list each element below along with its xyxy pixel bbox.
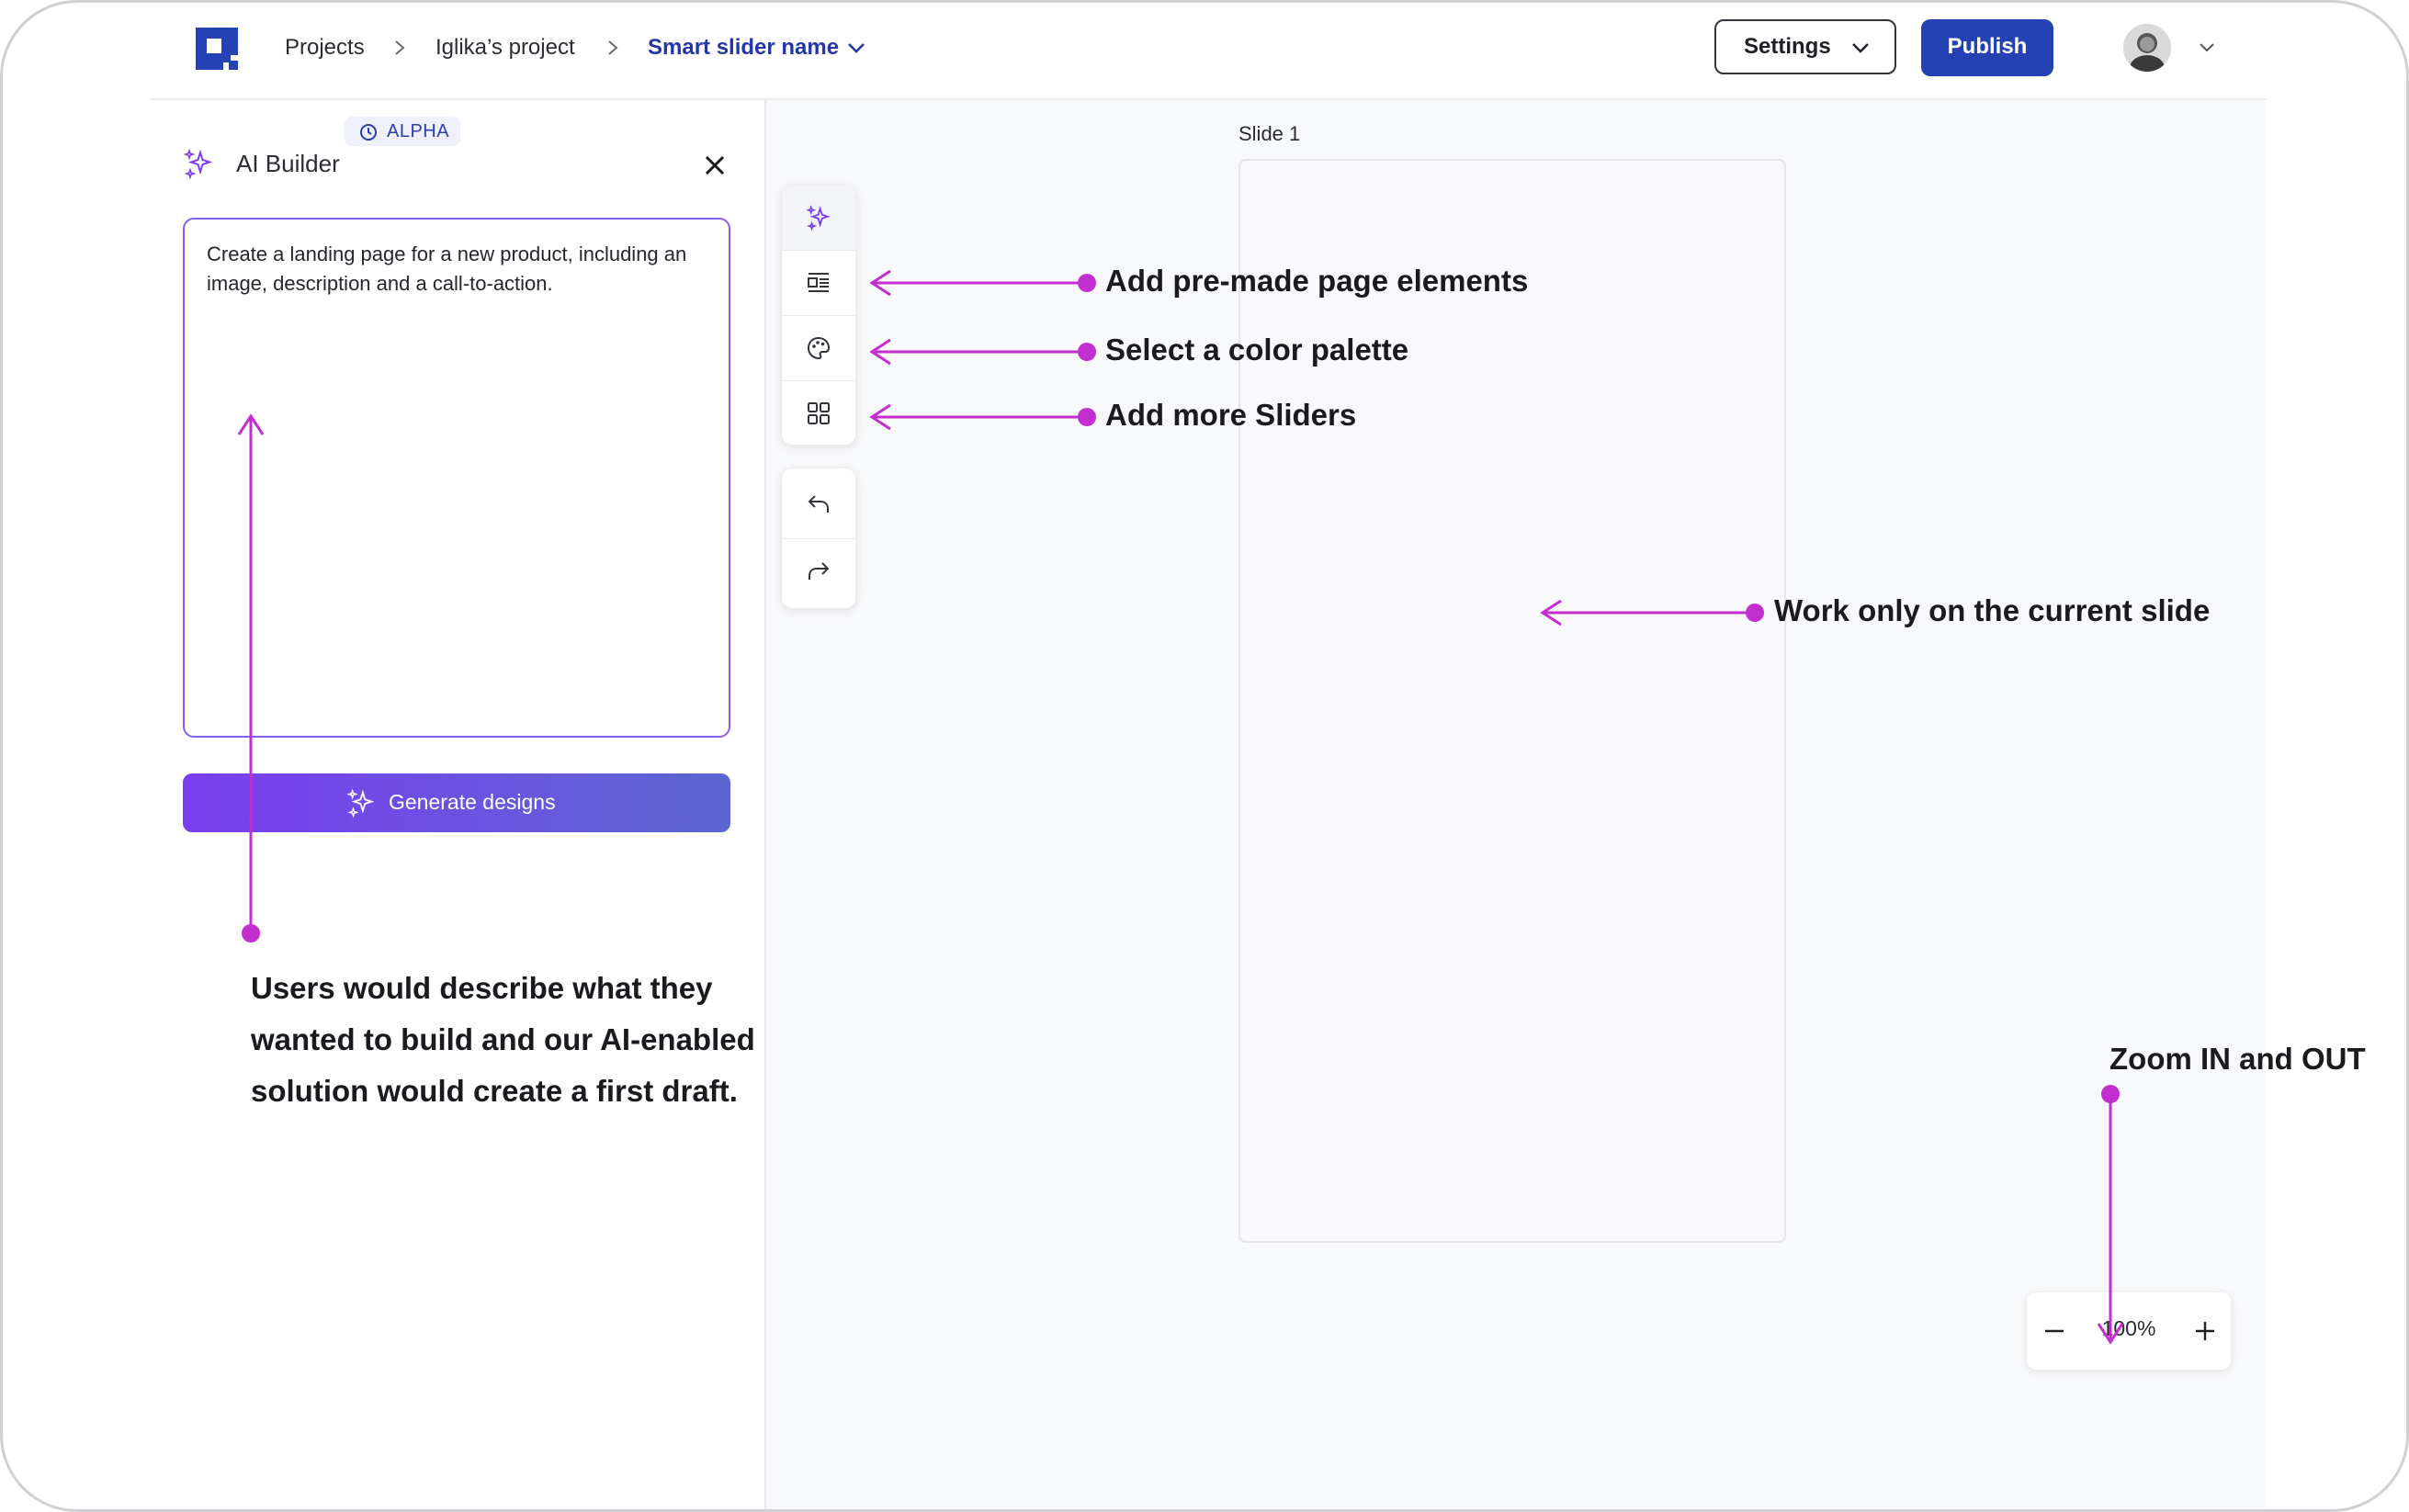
undo-icon [808,495,829,513]
top-bar: Projects Iglika’s project Smart slider n… [150,3,2266,100]
undo-button[interactable] [782,472,855,536]
settings-label: Settings [1744,34,1831,59]
arrow-more-sliders [869,403,1087,431]
chevron-down-icon[interactable] [2197,39,2217,56]
app-logo[interactable] [196,28,238,70]
breadcrumb-slider-name[interactable]: Smart slider name [648,35,840,60]
chevron-right-icon [608,40,618,55]
sparkle-icon [806,205,831,231]
annotation-more-sliders: Add more Sliders [1105,398,1357,432]
user-avatar-icon [2123,24,2171,72]
close-icon[interactable] [701,152,729,179]
chevron-down-icon [1852,43,1869,53]
tool-page-elements[interactable] [782,251,855,315]
grid-icon [808,402,830,424]
arrow-current-slide [1540,599,1755,626]
zoom-out-icon[interactable] [2041,1318,2067,1344]
tool-panel [781,185,856,446]
annotation-arrows [237,269,2124,1345]
avatar[interactable] [2123,24,2171,72]
arrow-color-palette [869,338,1087,366]
divider [782,380,855,381]
page-elements-icon [808,273,829,292]
arrow-page-elements [869,269,1087,297]
breadcrumb-projects[interactable]: Projects [285,35,365,60]
slide-canvas[interactable] [1238,159,1786,1243]
publish-button[interactable]: Publish [1921,19,2053,76]
dot-describe [242,924,260,942]
redo-icon [809,562,830,580]
dot-zoom [2101,1085,2120,1103]
history-panel [781,468,856,609]
settings-button[interactable]: Settings [1714,19,1896,74]
divider [782,315,855,316]
divider [782,250,855,251]
dot-more-sliders [1078,408,1096,426]
annotation-describe-line: Users would describe what they [251,971,713,1005]
sparkle-icon [346,788,375,818]
chevron-right-icon [395,40,405,55]
dot-page-elements [1078,274,1096,292]
sparkle-icon [183,148,213,179]
alpha-badge: ALPHA [345,117,460,146]
dot-color-palette [1078,343,1096,361]
prompt-textarea[interactable]: Create a landing page for a new product,… [183,218,730,738]
chevron-down-icon[interactable] [845,38,867,58]
redo-button[interactable] [782,539,855,604]
generate-label: Generate designs [389,790,556,814]
annotation-current-slide: Work only on the current slide [1774,593,2211,627]
arrow-describe [237,413,265,933]
zoom-in-icon[interactable] [2192,1318,2218,1344]
panel-title: AI Builder [236,150,340,177]
dot-current-slide [1746,604,1764,622]
slide-label: Slide 1 [1238,122,1301,145]
tool-color-palette[interactable] [782,316,855,380]
palette-icon [807,336,831,360]
arrow-zoom [2097,1094,2124,1345]
publish-label: Publish [1947,34,2028,59]
app-window: Projects Iglika’s project Smart slider n… [150,3,2266,1509]
generate-designs-button[interactable]: Generate designs [183,773,730,832]
tool-sliders[interactable] [782,381,855,446]
breadcrumb-project[interactable]: Iglika’s project [435,35,575,60]
annotation-zoom: Zoom IN and OUT [2109,1042,2366,1076]
annotation-color-palette: Select a color palette [1105,333,1409,367]
prompt-text: Create a landing page for a new product,… [207,243,687,295]
annotation-describe-line: wanted to build and our AI-enabled [251,1022,755,1056]
annotation-page-elements: Add pre-made page elements [1105,264,1529,298]
annotation-describe-line: solution would create a first draft. [251,1074,738,1108]
tool-ai-builder[interactable] [782,186,855,250]
ai-builder-panel: ALPHA AI Builder Create a landing page f… [150,100,766,1509]
annotation-describe: Users would describe what they wanted to… [251,963,775,1117]
clock-icon [360,124,377,141]
alpha-label: ALPHA [387,121,450,141]
divider [782,538,855,539]
